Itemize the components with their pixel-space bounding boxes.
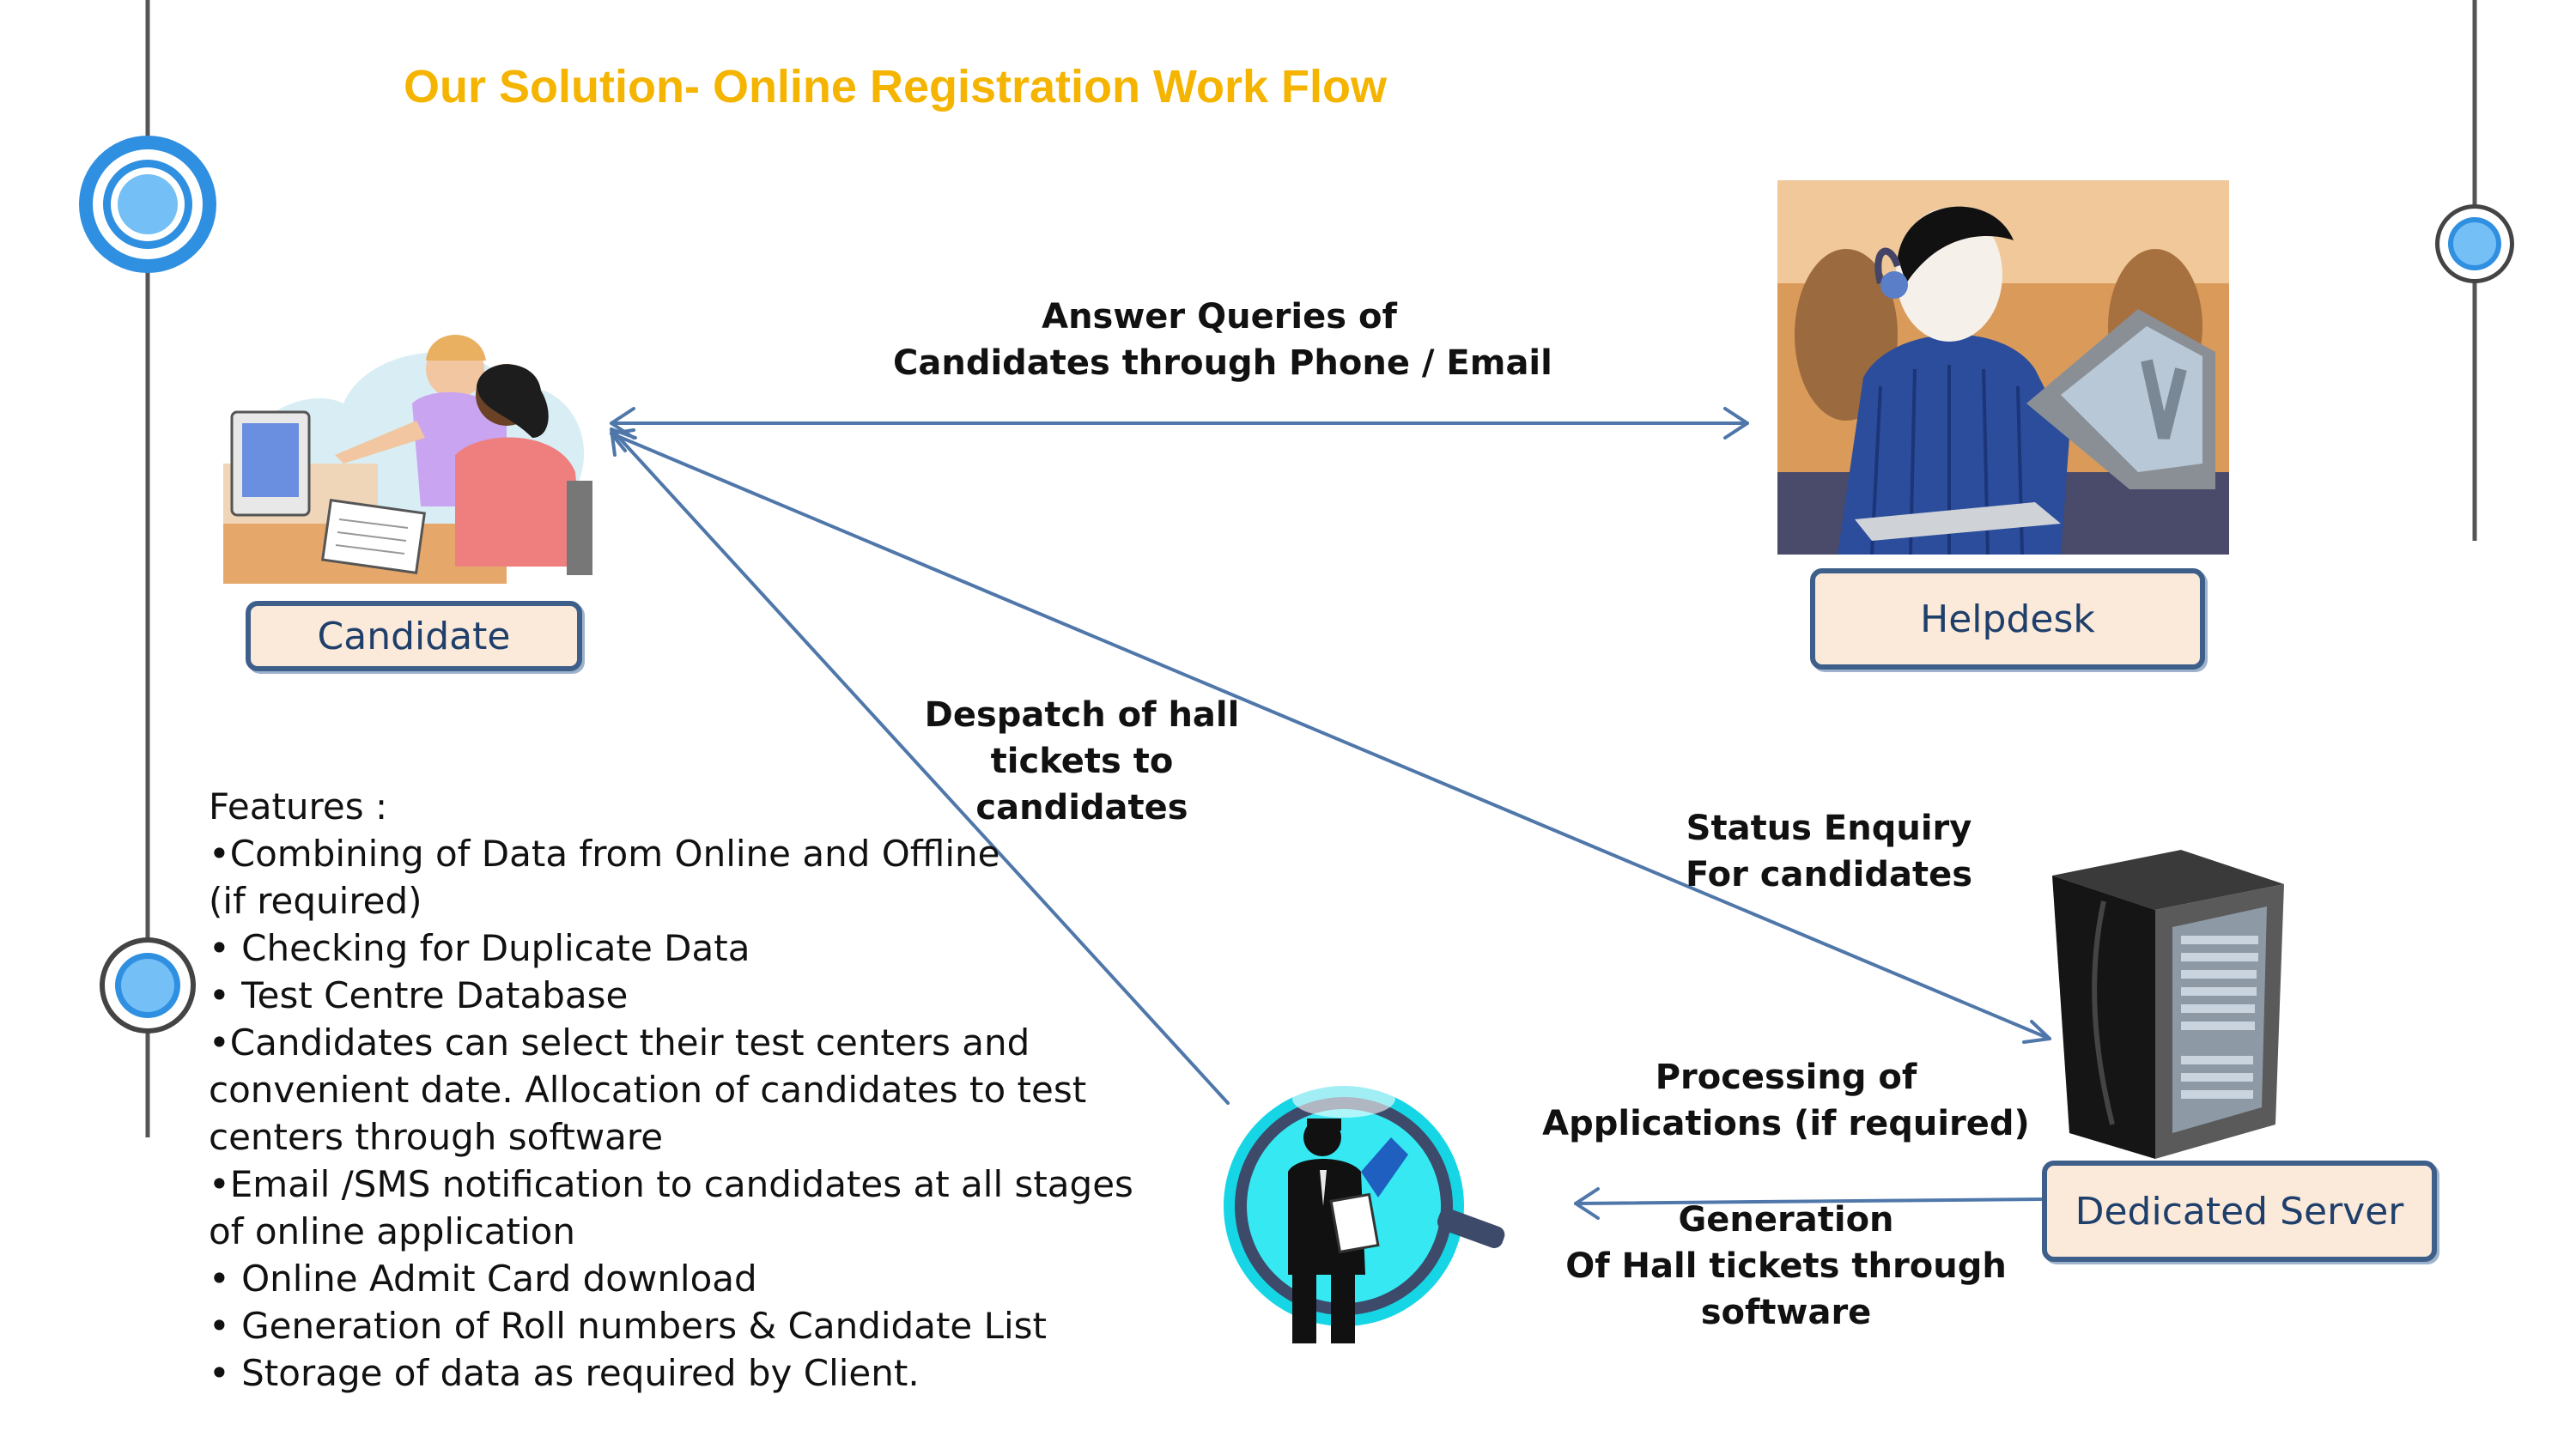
dedicated-server-node: Dedicated Server bbox=[2042, 1161, 2437, 1262]
edge-label-line: Processing of bbox=[1655, 1058, 1917, 1097]
arrow-generation-hall-tickets bbox=[1574, 1197, 2043, 1205]
edge-label-line: software bbox=[1700, 1293, 1872, 1332]
ring-marker-icon bbox=[79, 136, 216, 273]
feature-item: centers through software bbox=[209, 1116, 664, 1158]
edge-label-line: Generation bbox=[1678, 1200, 1894, 1240]
helpdesk-operator-icon bbox=[1777, 180, 2229, 555]
page-title: Our Solution- Online Registration Work F… bbox=[404, 61, 1387, 112]
feature-item: • Storage of data as required by Client. bbox=[209, 1352, 920, 1394]
edge-label-line: Applications (if required) bbox=[1542, 1104, 2030, 1143]
arrow-despatch-hall-tickets bbox=[610, 427, 1230, 1105]
feature-item: (if required) bbox=[209, 880, 422, 922]
edge-label-despatch: Despatch of hall tickets to candidates bbox=[910, 692, 1254, 831]
feature-item: • Generation of Roll numbers & Candidate… bbox=[209, 1305, 1048, 1347]
candidate-node-label: Candidate bbox=[317, 614, 511, 658]
feature-item: • Checking for Duplicate Data bbox=[209, 927, 750, 969]
candidate-clipart-icon bbox=[223, 335, 592, 584]
edge-label-generation: Generation Of Hall tickets through softw… bbox=[1546, 1197, 2026, 1336]
edge-label-line: Candidates through Phone / Email bbox=[893, 343, 1552, 383]
helpdesk-node: Helpdesk bbox=[1810, 568, 2205, 670]
edge-label-answer-queries: Answer Queries of Candidates through Pho… bbox=[893, 294, 1552, 386]
features-list: Features : •Combining of Data from Onlin… bbox=[209, 783, 1188, 1397]
ring-marker-icon bbox=[2435, 204, 2514, 283]
arrowhead-icon bbox=[1574, 1187, 1600, 1220]
edge-label-line: tickets to bbox=[990, 742, 1174, 781]
edge-label-line: Status Enquiry bbox=[1686, 809, 1972, 848]
feature-item: • Test Centre Database bbox=[209, 974, 629, 1016]
arrow-status-enquiry bbox=[610, 432, 2051, 1040]
feature-item: •Email /SMS notification to candidates a… bbox=[209, 1163, 1133, 1205]
arrowhead-icon bbox=[2022, 1020, 2051, 1044]
feature-item: •Candidates can select their test center… bbox=[209, 1022, 1030, 1064]
arrowhead-icon bbox=[610, 427, 637, 457]
feature-item: convenient date. Allocation of candidate… bbox=[209, 1069, 1087, 1111]
arrowhead-icon bbox=[610, 428, 635, 452]
server-tower-icon bbox=[2052, 850, 2284, 1159]
edge-label-status-enquiry: Status Enquiry For candidates bbox=[1649, 805, 2009, 898]
candidate-node: Candidate bbox=[246, 601, 582, 671]
feature-item: of online application bbox=[209, 1210, 575, 1252]
dedicated-server-node-label: Dedicated Server bbox=[2075, 1189, 2404, 1234]
feature-item: • Online Admit Card download bbox=[209, 1258, 757, 1300]
edge-label-line: For candidates bbox=[1685, 855, 1973, 894]
magnifier-inspector-icon bbox=[1224, 1080, 1505, 1343]
arrowhead-icon bbox=[1723, 407, 1749, 440]
helpdesk-node-label: Helpdesk bbox=[1920, 597, 2095, 641]
feature-item: •Combining of Data from Online and Offli… bbox=[209, 833, 1000, 875]
edge-label-line: Despatch of hall bbox=[924, 695, 1240, 735]
edge-label-line: Of Hall tickets through bbox=[1565, 1246, 2007, 1286]
features-heading: Features : bbox=[209, 785, 388, 828]
edge-label-line: Answer Queries of bbox=[1042, 297, 1397, 336]
ring-marker-icon bbox=[100, 937, 196, 1034]
edge-label-line: candidates bbox=[975, 788, 1188, 828]
edge-label-processing: Processing of Applications (if required) bbox=[1528, 1054, 2044, 1147]
